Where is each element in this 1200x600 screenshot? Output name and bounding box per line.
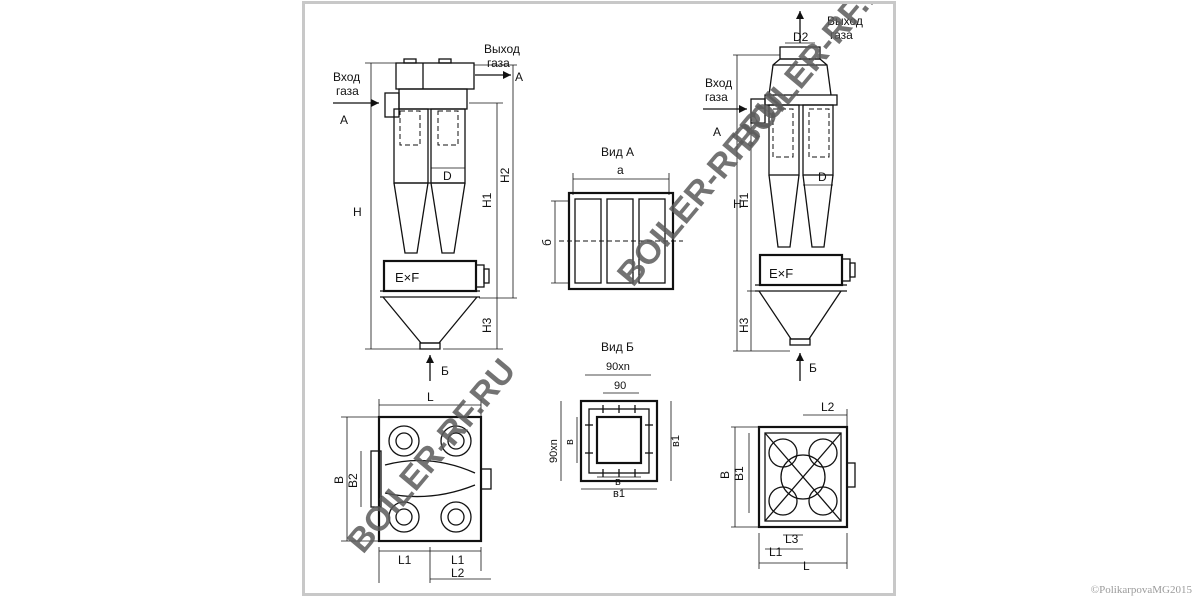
outlet-gas-right-1: Выход: [827, 14, 863, 28]
dim-90xn: 90xn: [606, 361, 630, 373]
dim-B-left: B: [332, 476, 346, 484]
view-b-title: Вид Б: [601, 340, 634, 354]
dim-L1a-left: L1: [398, 553, 412, 567]
dim-L1-right: L1: [769, 545, 783, 559]
dim-H1-right: H1: [737, 192, 751, 208]
dim-90: 90: [614, 380, 626, 392]
dim-L-right: L: [803, 559, 810, 573]
dim-H1-left: H1: [480, 192, 494, 208]
dim-L2-left: L2: [451, 566, 465, 580]
dim-H3-right: H3: [737, 317, 751, 333]
dim-H3-left: H3: [480, 317, 494, 333]
dim-D-right: D: [818, 170, 827, 184]
outlet-gas-right-2: газа: [830, 28, 853, 42]
arrow-a-left2-label: А: [515, 70, 523, 84]
dim-b-cyr: б: [540, 239, 554, 246]
dim-v: в: [564, 439, 576, 445]
dim-B-right: B: [718, 471, 732, 479]
right-plan: L2 B B1 L3 L1 L: [718, 400, 856, 573]
dim-H2-left: H2: [498, 167, 512, 183]
dim-v1-vertical: в1: [670, 435, 682, 447]
dim-D-left: D: [443, 169, 452, 183]
outlet-gas-left-1: Выход: [484, 42, 520, 56]
left-plan: L B B2 L1 L1 L2: [332, 390, 492, 583]
arrow-b-right-label: Б: [809, 361, 817, 375]
exf-label-left: E×F: [395, 270, 419, 285]
arrow-a-right-label: А: [713, 125, 721, 139]
dim-a: a: [617, 163, 624, 177]
dim-L1b-left: L1: [451, 553, 465, 567]
arrow-b-left-label: Б: [441, 364, 449, 378]
view-b: Вид Б 90xn 90 90xn в в1 в в1: [548, 340, 682, 500]
arrow-a-left-label: А: [340, 113, 348, 127]
dim-L2-right: L2: [821, 400, 835, 414]
drawing-frame: H H1 H2 H3 D E×F Вход газа Выход газа А …: [302, 0, 908, 596]
dim-H-right: H: [733, 197, 742, 211]
view-a: Вид А a б: [540, 145, 683, 291]
watermark-3: BOILER-RF.RU: [725, 4, 893, 158]
exf-label-right: E×F: [769, 266, 793, 281]
dim-v1-bottom: в1: [613, 488, 625, 500]
dim-L3-right: L3: [785, 532, 799, 546]
dim-v-bottom: в: [615, 476, 621, 488]
inlet-gas-left-2: газа: [336, 84, 359, 98]
inlet-gas-right-1: Вход: [705, 76, 732, 90]
dim-L-left: L: [427, 390, 434, 404]
view-a-title: Вид А: [601, 145, 634, 159]
dim-D2: D2: [793, 30, 809, 44]
inlet-gas-right-2: газа: [705, 90, 728, 104]
dim-90xn-vertical: 90xn: [548, 439, 560, 463]
left-elevation: H H1 H2 H3 D E×F Вход газа Выход газа А …: [333, 42, 523, 381]
dim-H-left: H: [353, 205, 362, 219]
right-elevation: D2 H H1 H3 D E×F Вход газа Выход газа А …: [703, 11, 863, 381]
cyclone-drawing: H H1 H2 H3 D E×F Вход газа Выход газа А …: [332, 0, 908, 583]
inlet-gas-left-1: Вход: [333, 70, 360, 84]
dim-B1-right: B1: [732, 466, 746, 481]
outlet-gas-left-2: газа: [487, 56, 510, 70]
dim-B2-left: B2: [346, 473, 360, 488]
copyright-text: ©PolikarpovaMG2015: [1090, 584, 1192, 596]
watermark-1: BOILER-RF.RU: [340, 352, 523, 560]
